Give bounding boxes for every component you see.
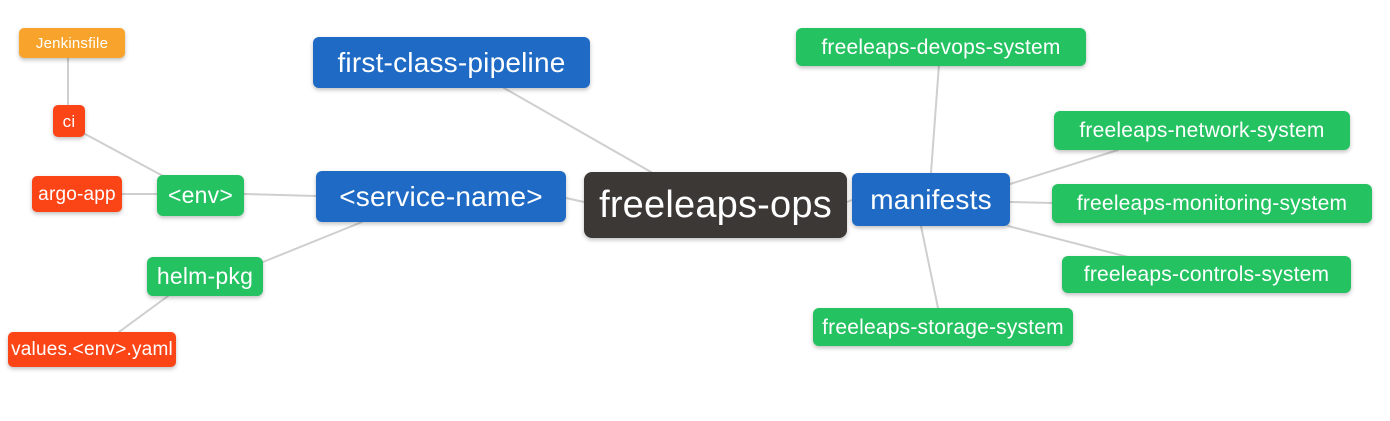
edge-manifests-storage: [920, 225, 939, 309]
node-helm-pkg[interactable]: helm-pkg: [147, 257, 263, 296]
edge-manifests-controls: [1007, 225, 1129, 258]
node-helm-pkg-label: helm-pkg: [156, 263, 254, 289]
node-first-class-pipeline[interactable]: first-class-pipeline: [313, 37, 590, 88]
edge-manifests-monitoring: [1009, 201, 1053, 204]
node-freeleaps-controls-system-label: freeleaps-controls-system: [1083, 263, 1330, 286]
edge-manifests-devops: [930, 63, 940, 174]
node-env[interactable]: <env>: [157, 175, 244, 216]
node-ci-label: ci: [62, 111, 76, 131]
edge-service-name-root: [565, 197, 585, 203]
node-values-env-yaml[interactable]: values.<env>.yaml: [8, 332, 176, 367]
node-service-name-label: <service-name>: [339, 180, 543, 212]
node-freeleaps-devops-system-label: freeleaps-devops-system: [821, 35, 1061, 59]
edge-helm-pkg-service-name: [262, 221, 363, 263]
node-jenkinsfile[interactable]: Jenkinsfile: [19, 28, 125, 58]
edge-values-helm-pkg: [118, 295, 169, 333]
node-argo-app-label: argo-app: [38, 183, 116, 205]
node-freeleaps-devops-system[interactable]: freeleaps-devops-system: [796, 28, 1086, 66]
node-argo-app[interactable]: argo-app: [32, 176, 122, 212]
node-manifests-label: manifests: [870, 183, 992, 215]
edge-manifests-network: [1009, 149, 1119, 185]
node-freeleaps-monitoring-system-label: freeleaps-monitoring-system: [1076, 192, 1348, 215]
node-freeleaps-ops-root[interactable]: freeleaps-ops: [584, 172, 847, 238]
node-freeleaps-monitoring-system[interactable]: freeleaps-monitoring-system: [1052, 184, 1372, 223]
node-ci[interactable]: ci: [53, 105, 85, 137]
node-freeleaps-storage-system-label: freeleaps-storage-system: [822, 315, 1064, 339]
node-env-label: <env>: [168, 182, 233, 208]
node-service-name[interactable]: <service-name>: [316, 171, 566, 222]
node-first-class-pipeline-label: first-class-pipeline: [337, 46, 566, 78]
node-manifests[interactable]: manifests: [852, 173, 1010, 226]
edge-ci-env: [84, 133, 164, 177]
edge-pipeline-root: [503, 87, 652, 173]
node-freeleaps-storage-system[interactable]: freeleaps-storage-system: [813, 308, 1073, 346]
edge-root-manifests: [846, 199, 853, 203]
node-freeleaps-network-system[interactable]: freeleaps-network-system: [1054, 111, 1350, 150]
node-jenkinsfile-label: Jenkinsfile: [35, 34, 109, 52]
edge-env-service-name: [243, 193, 317, 197]
node-freeleaps-network-system-label: freeleaps-network-system: [1079, 119, 1325, 142]
node-freeleaps-controls-system[interactable]: freeleaps-controls-system: [1062, 256, 1351, 293]
node-freeleaps-ops-label: freeleaps-ops: [599, 184, 832, 226]
node-values-env-yaml-label: values.<env>.yaml: [11, 339, 173, 360]
